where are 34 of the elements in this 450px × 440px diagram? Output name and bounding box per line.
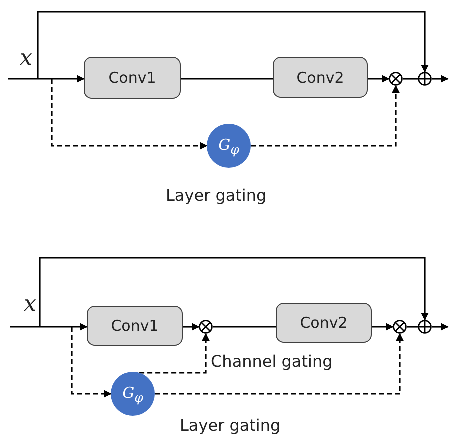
dashed-arrow xyxy=(51,79,208,150)
arrow xyxy=(432,75,449,83)
caption-text: Layer gating xyxy=(166,186,267,205)
add-operator xyxy=(418,72,432,86)
arrow xyxy=(8,75,85,83)
arrow xyxy=(37,11,429,79)
conv-block: Conv2 xyxy=(273,57,368,98)
arrow xyxy=(372,323,394,331)
arrow xyxy=(432,323,449,331)
arrow xyxy=(368,75,390,83)
connector-line xyxy=(403,78,418,80)
conv-block: Conv1 xyxy=(87,306,183,346)
arrow xyxy=(39,257,429,327)
conv-block: Conv2 xyxy=(276,303,372,343)
arrow xyxy=(183,323,200,331)
arrow xyxy=(10,323,88,331)
gate-circle: G$_{φ}$ xyxy=(111,372,155,416)
caption-text: Layer gating xyxy=(180,416,281,435)
input-variable-label: x xyxy=(20,46,32,71)
multiply-operator xyxy=(393,320,407,334)
dashed-arrow xyxy=(140,333,210,374)
multiply-operator xyxy=(199,320,213,334)
conv-block: Conv1 xyxy=(84,57,181,99)
gate-circle: G$_{φ}$ xyxy=(207,124,251,168)
connector-line xyxy=(407,326,418,328)
dashed-arrow xyxy=(251,85,400,147)
add-operator xyxy=(418,320,432,334)
dashed-arrow xyxy=(155,333,404,395)
connector-line xyxy=(213,326,276,328)
dashed-arrow xyxy=(71,327,112,398)
input-variable-label: x xyxy=(24,292,36,317)
connector-line xyxy=(181,78,273,80)
multiply-operator xyxy=(389,72,403,86)
caption-text: Channel gating xyxy=(211,352,333,371)
